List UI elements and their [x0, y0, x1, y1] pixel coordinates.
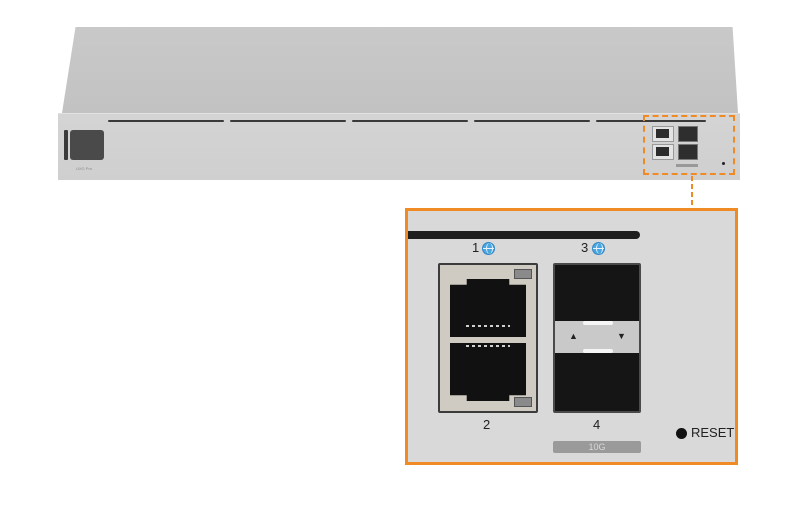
- port-detail-panel: 1 3 ▲ ▼ 2 4 10G RESET: [405, 208, 738, 465]
- sfp-port-block: ▲ ▼: [553, 263, 641, 413]
- touch-display[interactable]: [70, 130, 104, 160]
- mini-port-4: [678, 144, 698, 160]
- rj45-port-1[interactable]: [450, 279, 526, 337]
- rj45-port-2[interactable]: [450, 343, 526, 401]
- sfp-port-3[interactable]: [555, 265, 639, 321]
- device-top-surface: [62, 27, 738, 113]
- model-label: UXG Pro: [76, 166, 93, 171]
- rj45-pins: [466, 325, 510, 327]
- vent-slot: [408, 231, 640, 239]
- port-label-4: 4: [593, 417, 601, 432]
- vent-slot: [108, 120, 224, 122]
- sfp-clip: [583, 349, 613, 353]
- sfp-port-4[interactable]: [555, 355, 639, 411]
- mini-port-3: [678, 126, 698, 142]
- port-label-2: 2: [483, 417, 491, 432]
- globe-icon: [482, 242, 495, 255]
- highlight-region: [643, 115, 735, 175]
- mini-port-2: [652, 144, 674, 160]
- sfp-latch: ▲ ▼: [555, 321, 639, 353]
- sfp-clip: [583, 321, 613, 325]
- device-front-panel: UXG Pro: [58, 113, 740, 180]
- vent-slot: [230, 120, 346, 122]
- vent-slot: [352, 120, 468, 122]
- port-led: [514, 397, 532, 407]
- arrow-up-icon: ▲: [569, 331, 578, 341]
- port-label-3: 3: [581, 240, 589, 255]
- speed-badge: 10G: [553, 441, 641, 453]
- port-led: [514, 269, 532, 279]
- arrow-down-icon: ▼: [617, 331, 626, 341]
- mini-port-1: [652, 126, 674, 142]
- globe-icon: [592, 242, 605, 255]
- callout-connector: [691, 176, 693, 208]
- rj45-port-block: [438, 263, 538, 413]
- mini-reset-button: [722, 162, 725, 165]
- mini-10g-badge: [676, 164, 698, 167]
- port-label-1: 1: [472, 240, 480, 255]
- vent-slot: [596, 120, 706, 122]
- vent-slot: [474, 120, 590, 122]
- display-bezel: [64, 130, 68, 160]
- reset-label: RESET: [691, 425, 735, 440]
- reset-button[interactable]: [676, 428, 687, 439]
- rj45-pins: [466, 345, 510, 347]
